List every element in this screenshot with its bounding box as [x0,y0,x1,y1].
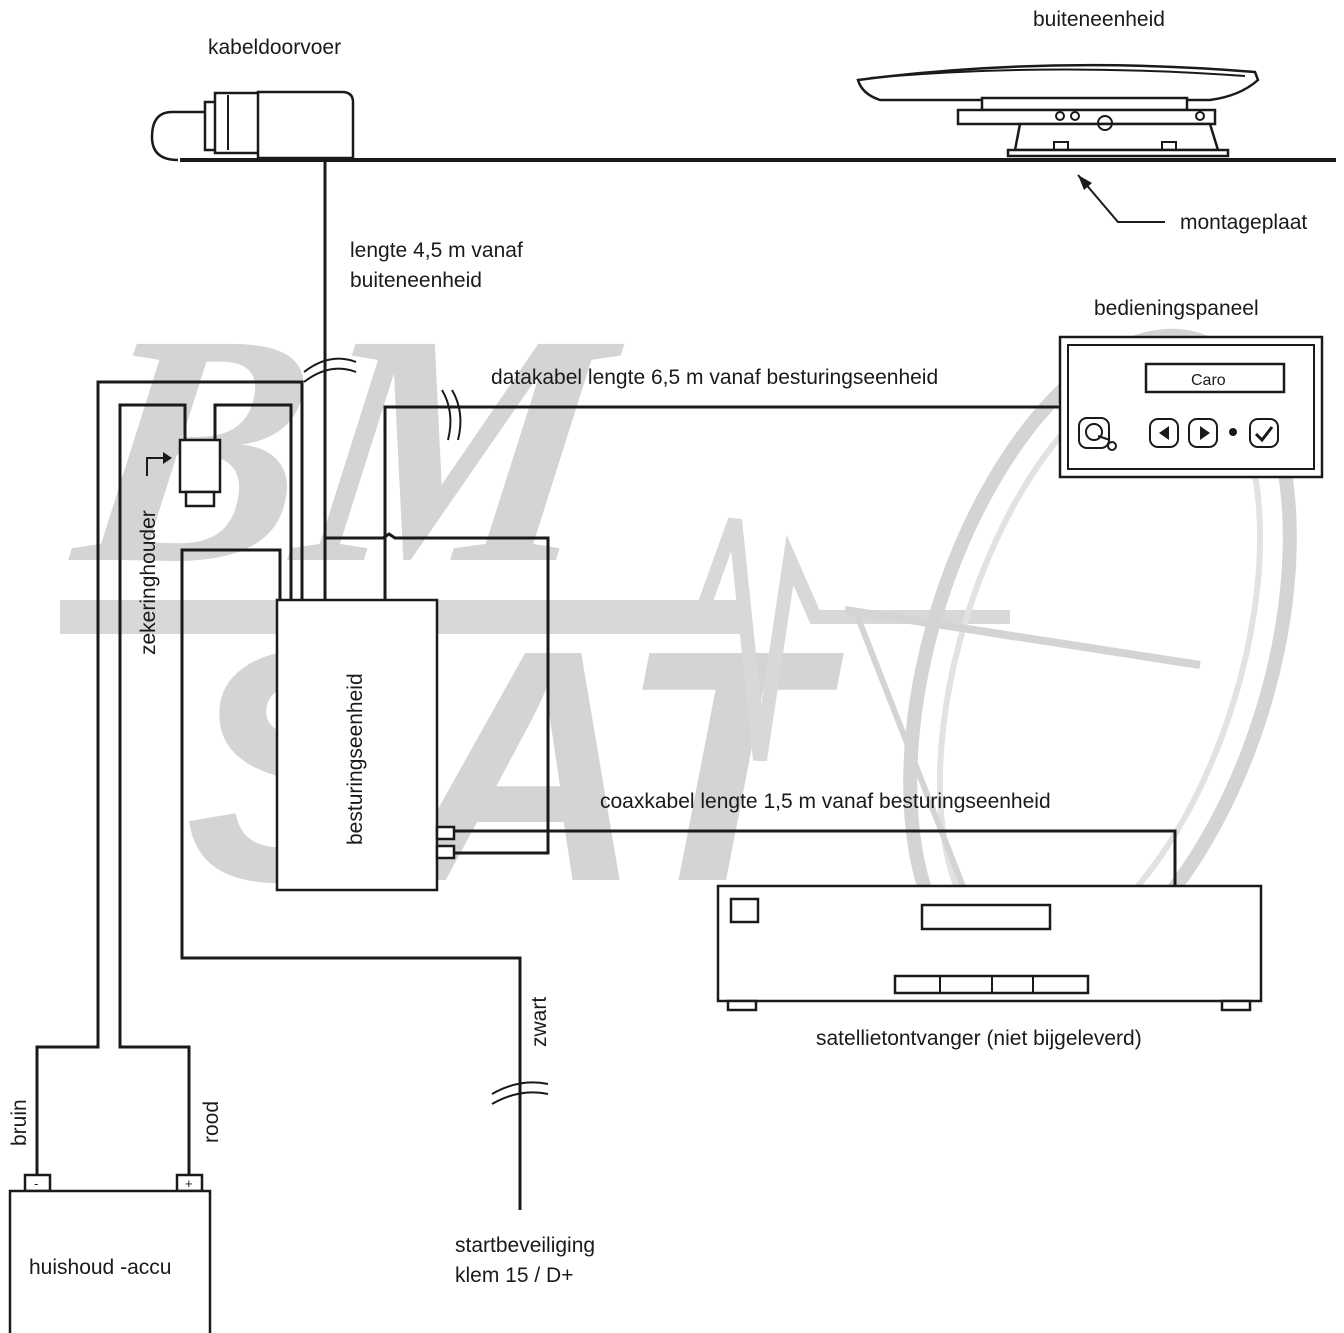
watermark-pulse [640,517,1010,762]
watermark-dish-strut [852,608,983,932]
brown-wire [35,380,304,1175]
outdoor-unit-label: buiteneenheid [1033,8,1165,31]
red-wire-after-fuse [213,403,293,600]
control-unit-coax-loop [325,532,550,855]
control-panel-label: bedieningspaneel [1094,297,1259,320]
fuse-holder-arrow-icon [146,452,172,476]
black-wire-break [491,1081,549,1105]
black-wire-label: zwart [528,997,551,1047]
control-panel [1058,335,1324,479]
battery-label: huishoud -accu [29,1256,171,1279]
coax-cable-label: coaxkabel lengte 1,5 m vanaf besturingse… [600,790,1051,813]
coax-cable [548,829,1177,886]
outdoor-cable-break [303,357,357,383]
panel-left-arrow-icon [1149,418,1179,448]
mounting-plate-label: montageplaat [1180,211,1307,234]
minus-terminal-label: - [34,1176,38,1191]
watermark-text-bm: BM [56,265,637,631]
coax-connector-top [435,825,456,841]
brown-wire-label: bruin [8,1099,31,1146]
fuse-holder-label: zekeringhouder [137,510,160,655]
data-cable-break [441,389,462,441]
coax-connector-bottom [435,844,456,860]
control-unit [275,598,439,892]
outdoor-cable-length-line1: lengte 4,5 m vanaf [350,239,523,262]
ignition-label-line2: klem 15 / D+ [455,1264,573,1287]
cable-gland [150,90,355,162]
panel-indicator-dot-icon [1229,428,1237,436]
panel-display-text: Caro [1191,372,1226,389]
data-cable-label: datakabel lengte 6,5 m vanaf besturingse… [491,366,938,389]
satellite-receiver [716,884,1263,1012]
red-wire-label: rood [200,1101,223,1143]
black-wire [180,548,522,1210]
panel-dish-icon [1078,417,1117,451]
watermark-dish-arm [844,606,1201,669]
control-unit-label: besturingseenheid [344,673,367,845]
panel-confirm-icon [1249,418,1279,448]
outdoor-cable-length-line2: buiteneenheid [350,269,482,292]
receiver-label: satellietontvanger (niet bijgeleverd) [816,1027,1142,1050]
fuse-holder [178,438,222,508]
ignition-label-line1: startbeveiliging [455,1234,595,1257]
cable-gland-label: kabeldoorvoer [208,36,341,59]
panel-right-arrow-icon [1188,418,1218,448]
plus-terminal-label: + [185,1176,193,1191]
outdoor-unit [856,63,1260,158]
red-wire [118,403,191,1175]
mounting-plate-pointer [1077,174,1165,223]
battery [8,1189,212,1333]
